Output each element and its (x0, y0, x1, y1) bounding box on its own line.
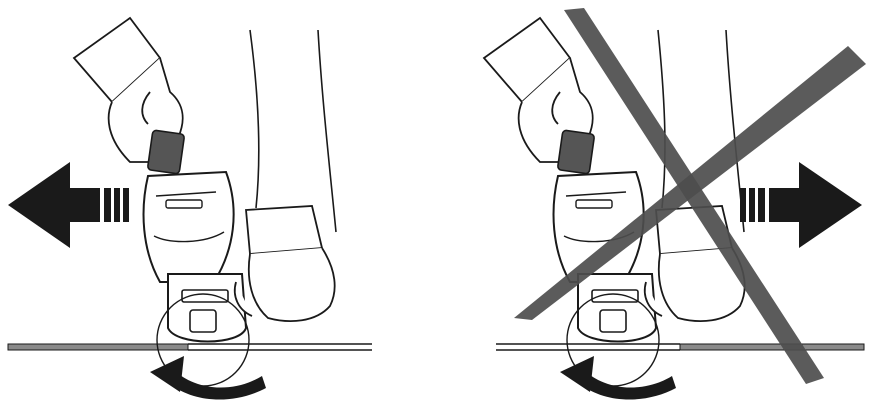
angle-grinder-icon (142, 129, 250, 387)
workpiece-plate (7, 343, 372, 351)
rotation-arrow-icon (560, 356, 676, 400)
direction-arrow-icon (740, 162, 862, 248)
gloved-hand-icon (233, 205, 336, 323)
gloved-hand-icon (643, 205, 746, 323)
rotation-arrow-icon (150, 356, 266, 400)
panel-incorrect-direction (434, 0, 869, 406)
incorrect-direction-drawing (482, 8, 866, 400)
direction-arrow-icon (8, 162, 129, 248)
operator-body-outline (249, 29, 337, 233)
panel-correct-direction (0, 0, 434, 406)
workpiece-plate (496, 343, 865, 351)
correct-direction-drawing (7, 16, 372, 400)
angle-grinder-icon (552, 129, 660, 387)
cross-out-icon (514, 8, 866, 384)
